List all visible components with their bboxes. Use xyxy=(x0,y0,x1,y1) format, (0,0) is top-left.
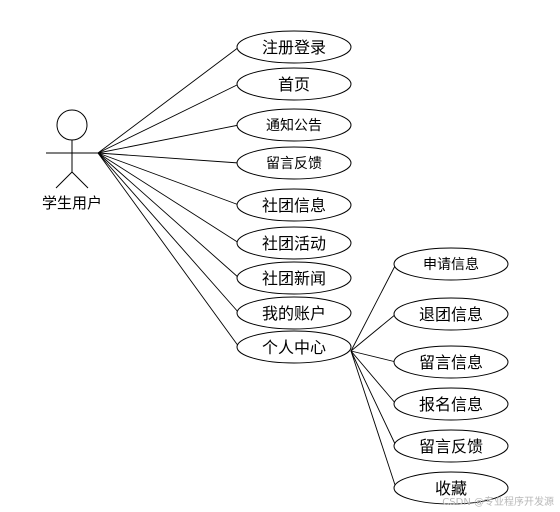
use-case-label: 我的账户 xyxy=(262,304,326,323)
use-case: 首页 xyxy=(236,67,352,101)
use-case-label: 退团信息 xyxy=(419,305,483,324)
watermark-text: CSDN @专业程序开发源 xyxy=(442,495,554,508)
sub-use-case: 收藏 xyxy=(393,471,509,505)
use-case-label: 留言信息 xyxy=(419,353,483,372)
association-lines xyxy=(97,46,397,489)
use-case-label: 收藏 xyxy=(435,479,467,498)
association-line xyxy=(97,152,240,244)
use-case: 社团信息 xyxy=(236,188,352,222)
use-case-ellipse xyxy=(393,429,509,463)
use-case-ellipse xyxy=(236,146,352,180)
use-case-ellipse xyxy=(236,226,352,260)
use-case: 社团新闻 xyxy=(236,261,352,295)
actor-label: 学生用户 xyxy=(42,194,102,212)
sub-use-case: 报名信息 xyxy=(393,387,509,421)
sub-use-case: 申请信息 xyxy=(393,247,509,281)
actor-student: 学生用户 xyxy=(42,109,102,212)
sub-association-line xyxy=(350,313,397,352)
association-line xyxy=(97,152,240,206)
use-case-ellipse xyxy=(236,296,352,330)
association-line xyxy=(97,152,240,348)
actor-left-leg xyxy=(55,171,73,189)
sub-association-line xyxy=(350,350,397,489)
association-line xyxy=(97,124,240,154)
use-case-ellipse xyxy=(393,345,509,379)
use-case-ellipse xyxy=(393,471,509,505)
use-case-ellipse xyxy=(236,330,352,364)
use-case: 社团活动 xyxy=(236,226,352,260)
use-case-ellipse xyxy=(393,247,509,281)
use-case-label: 报名信息 xyxy=(419,395,483,414)
use-case-label: 个人中心 xyxy=(262,338,326,357)
use-case-label: 注册登录 xyxy=(262,38,326,57)
association-line xyxy=(97,46,240,154)
use-case-ellipse xyxy=(236,108,352,142)
actor-right-leg xyxy=(71,171,89,189)
use-case-ellipse xyxy=(393,387,509,421)
use-case: 留言反馈 xyxy=(236,146,352,180)
sub-association-line xyxy=(350,350,397,363)
sub-association-line xyxy=(350,350,397,405)
use-case-label: 社团活动 xyxy=(262,234,326,253)
association-line xyxy=(97,83,240,154)
sub-use-case: 退团信息 xyxy=(393,297,509,331)
association-line xyxy=(97,152,240,164)
association-line xyxy=(97,152,240,314)
use-case: 我的账户 xyxy=(236,296,352,330)
use-case: 通知公告 xyxy=(236,108,352,142)
sub-use-case: 留言反馈 xyxy=(393,429,509,463)
use-case-label: 社团信息 xyxy=(262,196,326,215)
use-case-label: 留言反馈 xyxy=(419,437,483,456)
use-case-label: 通知公告 xyxy=(266,117,322,134)
use-case-ellipse xyxy=(236,261,352,295)
use-case: 注册登录 xyxy=(236,30,352,64)
use-case-label: 首页 xyxy=(278,75,310,94)
sub-use-case: 留言信息 xyxy=(393,345,509,379)
use-case-label: 社团新闻 xyxy=(262,269,326,288)
sub-association-line xyxy=(350,263,397,352)
use-case-ellipse xyxy=(393,297,509,331)
sub-association-line xyxy=(350,350,397,447)
actor-head xyxy=(56,109,88,141)
use-case-label: 申请信息 xyxy=(423,256,479,273)
use-case: 个人中心 xyxy=(236,330,352,364)
use-case-label: 留言反馈 xyxy=(266,156,322,172)
use-case-ellipse xyxy=(236,188,352,222)
use-case-ellipse xyxy=(236,67,352,101)
use-case-ellipse xyxy=(236,30,352,64)
association-line xyxy=(97,152,240,279)
